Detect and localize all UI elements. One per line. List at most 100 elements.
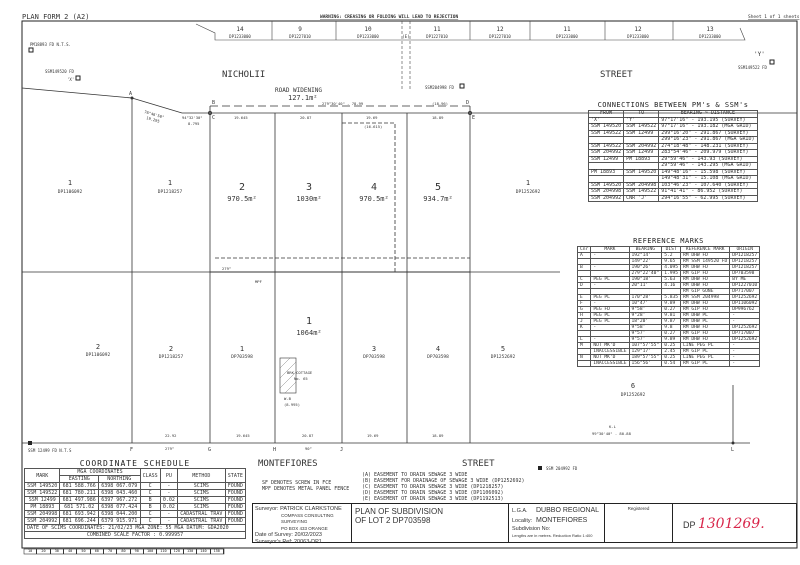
surveyor-label: Surveyor: (255, 506, 279, 512)
table-cell: - (729, 360, 761, 367)
lot-number: 1 (526, 179, 530, 187)
ssm204992-mark-icon (538, 466, 542, 470)
table-cell: SCIMS (177, 489, 226, 497)
lot-sub: DP703598 (427, 354, 449, 360)
table-cell: RM SSM 149520 FD (680, 258, 731, 265)
registered-label: Registered (627, 506, 650, 511)
corner-e: E (472, 115, 475, 121)
scale-tick: 20 (37, 549, 51, 554)
ssm149522-mark-icon (769, 59, 775, 65)
lot-number: 11 (433, 26, 441, 33)
col-pu: PU (159, 468, 179, 483)
lot-dp: DP1233000 (627, 34, 649, 39)
corner-labels: A B C D E F G H J L (129, 91, 735, 453)
dim-mid-bearing: 279° (222, 266, 231, 271)
dim-road-widening: 279°30'40" - 78.99 (322, 101, 364, 106)
table-cell: 681 497.986 (59, 496, 99, 504)
lot-dp: DP1233000 (699, 34, 721, 39)
table-cell: PM 18893 (23, 503, 61, 511)
plan-title: PLAN OF SUBDIVISION (355, 507, 444, 516)
lower-lots: 2 DP1106092 2 DP1218257 1 DP703598 1 106… (86, 316, 646, 398)
col-class: CLASS (139, 468, 161, 483)
easement-e-label: (E) (402, 34, 409, 39)
table-cell: DP1218257 (729, 258, 761, 265)
lot-number: 14 (236, 26, 244, 33)
lot-dp: DP1227010 (489, 34, 511, 39)
corner-c: C (212, 115, 215, 121)
table-cell: C (139, 517, 161, 525)
scale-tick: 60 (91, 549, 104, 554)
lot-sub: DP1218257 (159, 354, 184, 360)
lot-area: 970.5m² (227, 195, 257, 203)
surveyor-ref: 20063-DP1 (293, 538, 322, 545)
lot-sub: DP1106092 (58, 189, 83, 195)
table-cell: 6379 915.971 (97, 517, 141, 525)
lot-area: 1030m² (296, 195, 321, 203)
x-mark-label: 'X' (67, 77, 74, 82)
table-cell: FOUND (224, 482, 247, 490)
dim-kl-label: K-L (609, 424, 617, 429)
lga-label: L.G.A. (512, 508, 528, 514)
ssm204992-label: SSM 204992 FD (546, 466, 578, 471)
corner-b: B (212, 100, 215, 106)
dim-bc-bearing: 94°32'30" (182, 115, 203, 120)
lot-sub: DP1106092 (86, 352, 111, 358)
easement-e: (E) EASEMENT OT DRAIN SEWAGE 3 WIDE (DP1… (362, 496, 504, 502)
dim-bottom-4: 19.69 (367, 433, 379, 438)
survey-marks: PM18893 FD N.T.S. SSM149520 FD 'X' 'Y' S… (28, 42, 775, 471)
lot-area: 934.7m² (423, 195, 453, 203)
lot-sub: DP703598 (363, 354, 385, 360)
table-cell: CADASTRAL TRAV (177, 510, 226, 518)
surveyor-block: Surveyor: PATRICK CLARKSTONE COMPASS CON… (252, 503, 352, 545)
lot-area: 1064m² (296, 329, 321, 337)
cottage-wb: W-B (284, 396, 292, 401)
table-cell: 4.095 (661, 264, 682, 271)
plan-subtitle: OF LOT 2 DP703598 (355, 516, 431, 525)
table-cell: DP1218257 (729, 252, 761, 259)
boundary-lines (21, 87, 797, 444)
upper-lots: 1 DP1106092 1 DP1218257 2 970.5m² 3 1030… (58, 179, 541, 203)
lot-dp: DP1227010 (426, 34, 448, 39)
registered-block: Registered (604, 503, 673, 543)
plan-form-label: PLAN FORM 2 (A2) (22, 13, 89, 21)
table-cell: SSM 12499 (23, 496, 61, 504)
y-mark-label: 'Y' (754, 51, 765, 58)
dim-top-1: 19.645 (234, 115, 248, 120)
notes: SF DENOTES SCREW IN FCE MPF DENOTES META… (262, 480, 349, 492)
dim-bottom-bearing-3: 90° (305, 446, 312, 451)
lot-sub: DP1252692 (516, 189, 541, 195)
lot-number: 12 (496, 26, 504, 33)
ssm204998-label: SSM204998 FD (425, 85, 454, 90)
scale-tick: 30 (51, 549, 64, 554)
corner-l: L (731, 447, 734, 453)
sheet-label: Sheet 1 of 1 sheets (748, 14, 800, 20)
table-cell: FOUND (224, 517, 247, 525)
corner-a: A (129, 91, 132, 97)
lot-number: 2 (96, 343, 100, 351)
lot-number: 5 (501, 345, 505, 353)
column-header: BEARING ~ DISTANCE (658, 110, 758, 118)
scale-tick: 90 (131, 549, 144, 554)
scale-tick: 100 (144, 549, 158, 554)
lot-number: 4 (436, 345, 440, 353)
lot-number: 6 (631, 382, 635, 390)
corner-g: G (208, 447, 211, 453)
col-easting: EASTING (59, 475, 99, 483)
table-cell: INACCESSIBLE (590, 348, 630, 355)
table-cell: - (159, 517, 179, 525)
street-names: NICHOLII STREET MONTEFIORES STREET (222, 70, 633, 469)
lot-number: 2 (169, 345, 173, 353)
column-header: REFERENCE MARK (680, 246, 731, 253)
dim-easement-e: (18.96) (432, 101, 448, 106)
table-cell: SSM 204992 (587, 194, 625, 202)
